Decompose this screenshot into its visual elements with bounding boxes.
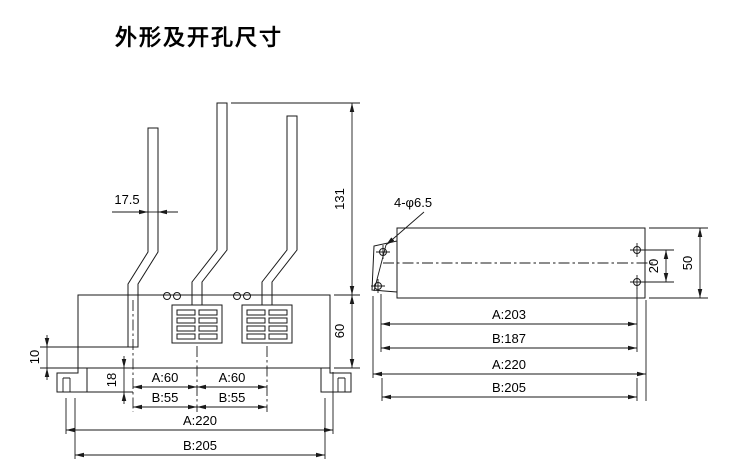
mounting-hole-top-right xyxy=(630,243,644,257)
dim-overall-b-front: B:205 xyxy=(183,438,217,453)
breaker-body-outline xyxy=(77,294,331,369)
dim-hole-pitch-a: A:203 xyxy=(492,307,526,322)
mounting-hole-bottom-right xyxy=(630,275,644,289)
cutout-view: 4-φ6.5 xyxy=(371,195,656,299)
dim-foot-hole-offset: 10 xyxy=(27,350,42,364)
top-bosses xyxy=(163,292,251,300)
cutout-view-dimensions: 20 50 A:203 B:187 A:220 B:205 xyxy=(372,227,708,401)
mounting-tab xyxy=(371,240,398,293)
vent-window-2 xyxy=(241,304,293,344)
dim-pitch-a-right: A:60 xyxy=(219,370,246,385)
mounting-hole-bottom-left xyxy=(371,279,385,293)
hole-callout-label: 4-φ6.5 xyxy=(394,195,432,210)
terminal-pin-2 xyxy=(191,102,228,306)
dim-pin-height: 131 xyxy=(332,188,347,210)
dim-overall-a-front: A:220 xyxy=(183,413,217,428)
dim-cutout-height: 50 xyxy=(680,256,695,270)
drawing-title: 外形及开孔尺寸 xyxy=(115,25,284,50)
terminal-pin-3 xyxy=(261,115,298,306)
mounting-foot-left xyxy=(56,368,88,393)
dim-pitch-b-right: B:55 xyxy=(219,390,246,405)
dim-base-height: 18 xyxy=(104,373,119,387)
dim-pitch-b-left: B:55 xyxy=(152,390,179,405)
dim-overall-a-cutout: A:220 xyxy=(492,357,526,372)
dim-hole-pitch-b: B:187 xyxy=(492,331,526,346)
terminal-pin-1 xyxy=(127,127,159,348)
dim-hole-pitch-vertical: 20 xyxy=(646,259,661,273)
dim-pitch-a-left: A:60 xyxy=(152,370,179,385)
mounting-foot-right xyxy=(320,368,352,393)
dim-pin-offset: 17.5 xyxy=(114,192,139,207)
front-view xyxy=(56,102,352,412)
pole-centerlines xyxy=(132,300,268,412)
dim-body-height: 60 xyxy=(332,324,347,338)
front-view-dimensions: 17.5 131 60 10 18 xyxy=(27,102,360,459)
hole-callout-leader xyxy=(385,211,425,246)
vent-window-1 xyxy=(171,304,223,344)
dim-overall-b-cutout: B:205 xyxy=(492,380,526,395)
